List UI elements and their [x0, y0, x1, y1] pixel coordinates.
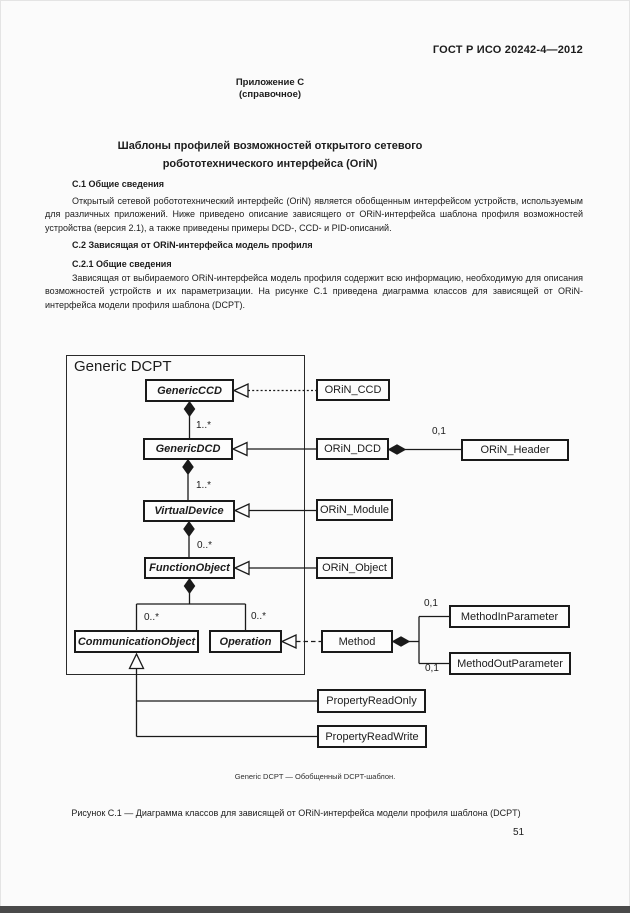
class-box-property-read-write: PropertyReadWrite [317, 725, 427, 748]
bottom-bar [0, 906, 630, 913]
composition-method-parameters [391, 615, 449, 665]
class-box-method-in-parameter: MethodInParameter [449, 605, 570, 628]
section-c2-heading: С.2 Зависящая от ORiN-интерфейса модель … [72, 240, 313, 250]
multiplicity-ccd-dcd: 1..* [196, 420, 212, 431]
class-box-orin-object: ORiN_Object [316, 557, 393, 579]
class-box-communication-object: CommunicationObject [74, 630, 199, 653]
section-c1-body: Открытый сетевой робототехнический интер… [45, 196, 583, 233]
section-c21-body: Зависящая от выбираемого ORiN-интерфейса… [45, 273, 583, 310]
composition-orindcd-orinheader [387, 444, 461, 455]
figure-caption: Рисунок С.1 — Диаграмма классов для зави… [71, 808, 521, 818]
section-c1-heading: С.1 Общие сведения [72, 179, 165, 189]
class-box-orin-ccd: ORiN_CCD [316, 379, 390, 401]
package-label: Generic DCPT [74, 358, 172, 375]
class-box-property-read-only: PropertyReadOnly [317, 689, 426, 713]
multiplicity-method-out: 0,1 [425, 663, 439, 674]
multiplicity-functionobject-operation: 0..* [251, 611, 267, 622]
multiplicity-functionobject-communicationobject: 0..* [144, 612, 160, 623]
appendix-name: Приложение С [235, 77, 305, 88]
class-box-method: Method [321, 630, 393, 653]
class-box-generic-ccd: GenericCCD [145, 379, 234, 402]
document-title-line2: робототехнического интерфейса (OriN) [162, 158, 378, 170]
class-box-method-out-parameter: MethodOutParameter [449, 652, 571, 675]
multiplicity-dcd-virtualdevice: 1..* [196, 480, 212, 491]
class-box-virtual-device: VirtualDevice [143, 500, 235, 522]
page-number: 51 [513, 827, 525, 838]
multiplicity-method-in: 0,1 [424, 598, 438, 609]
class-box-orin-dcd: ORiN_DCD [316, 438, 389, 460]
multiplicity-dcd-header: 0,1 [432, 426, 446, 437]
class-box-function-object: FunctionObject [144, 557, 235, 579]
class-box-generic-dcd: GenericDCD [143, 438, 233, 460]
section-c21-heading: С.2.1 Общие сведения [72, 259, 172, 269]
class-box-operation: Operation [209, 630, 282, 653]
diagram-note: Generic DCPT — Обобщенный DCPT-шаблон. [234, 772, 396, 781]
multiplicity-virtualdevice-functionobject: 0..* [197, 540, 213, 551]
class-box-orin-module: ORiN_Module [316, 499, 393, 521]
package-generic-dcpt [66, 355, 305, 675]
document-title-line1: Шаблоны профилей возможностей открытого … [117, 140, 423, 152]
class-box-orin-header: ORiN_Header [461, 439, 569, 461]
appendix-kind: (справочное) [238, 89, 302, 100]
standard-reference: ГОСТ Р ИСО 20242-4—2012 [432, 44, 583, 56]
